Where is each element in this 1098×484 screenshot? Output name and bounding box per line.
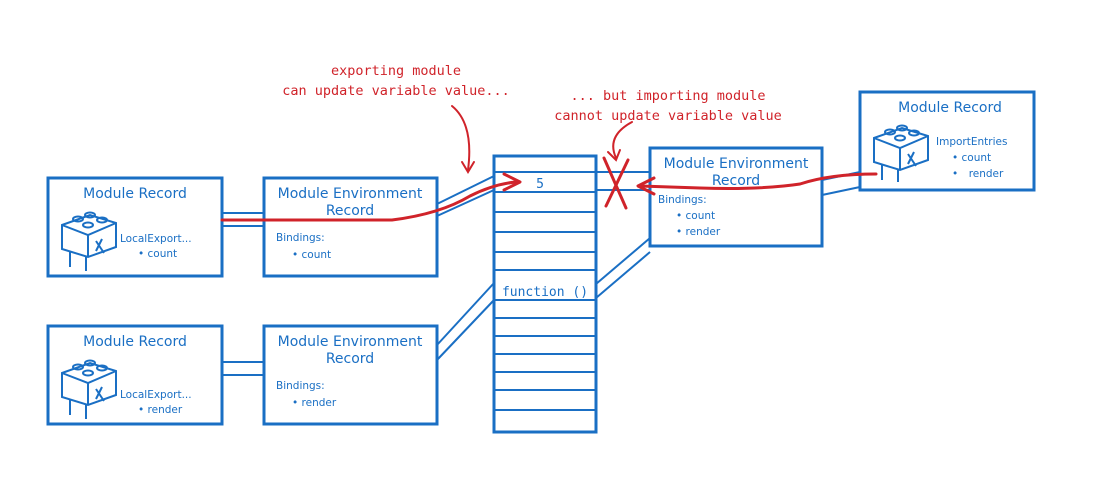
module-record-1: Module Record LocalExport... • count <box>46 176 224 278</box>
module-record-3: Module Record ImportEntries • count • re… <box>858 90 1036 192</box>
binding-item-count: • count <box>676 210 715 222</box>
exporting-annotation-line-2: can update variable value... <box>282 83 510 99</box>
env-record-2-title: Module Environment <box>278 334 423 350</box>
connector-env3-record3-bottom <box>821 186 861 196</box>
connector-memory-env3-render-bottom <box>595 251 651 299</box>
module-record-3-box <box>858 90 1036 192</box>
exporting-pointer-arrowhead <box>461 161 475 174</box>
module-environment-record-2: Module Environment Record Bindings: • re… <box>262 324 439 426</box>
bindings-label: Bindings: <box>276 232 325 244</box>
lego-brick-icon <box>873 124 929 182</box>
env-record-2-title-2: Record <box>326 351 374 367</box>
module-record-2-box <box>46 324 224 426</box>
blocked-cross-icon <box>602 156 630 210</box>
local-export-item-count: • count <box>138 248 177 260</box>
env-record-3-title: Module Environment <box>664 156 809 172</box>
binding-item-render: • render <box>676 226 721 238</box>
module-record-1-title: Module Record <box>83 186 187 202</box>
memory-column: 5 function () <box>492 154 598 434</box>
memory-cell-count-value: 5 <box>536 177 544 192</box>
import-entries-item-render: • render <box>952 168 1004 180</box>
lego-brick-icon <box>61 359 117 419</box>
local-export-item-render: • render <box>138 404 183 416</box>
connector-env2-memory-top <box>436 282 495 346</box>
memory-cell-render-value: function () <box>502 285 588 300</box>
connector-memory-env3-render-top <box>595 237 651 285</box>
module-environment-record-1: Module Environment Record Bindings: • co… <box>262 176 439 278</box>
module-environment-record-3: Module Environment Record Bindings: • co… <box>648 146 824 248</box>
importing-annotation-line-1: ... but importing module <box>570 88 765 104</box>
env-record-3-box <box>648 146 824 248</box>
importing-pointer-arrowhead <box>607 149 621 162</box>
env-record-1-box <box>262 176 439 278</box>
local-export-label: LocalExport... <box>120 389 192 401</box>
env-record-3-title-2: Record <box>712 173 760 189</box>
importing-annotation-line-2: cannot update variable value <box>554 108 782 124</box>
bindings-label: Bindings: <box>658 194 707 206</box>
lego-brick-icon <box>61 211 117 271</box>
importing-pointer-line <box>612 121 633 159</box>
env-record-1-title: Module Environment <box>278 186 423 202</box>
import-attempt-arrow <box>638 172 878 190</box>
binding-item-count: • count <box>292 249 331 261</box>
connector-env1-memory-top <box>436 175 495 205</box>
memory-cell-dividers <box>494 171 596 411</box>
env-record-2-box <box>262 324 439 426</box>
red-annotations <box>220 105 878 222</box>
module-record-2-title: Module Record <box>83 334 187 350</box>
export-update-arrowhead <box>502 172 522 192</box>
module-record-3-title: Module Record <box>898 100 1002 116</box>
memory-column-box <box>492 154 598 434</box>
export-update-arrow <box>220 180 518 222</box>
import-entries-label: ImportEntries <box>936 136 1007 148</box>
exporting-pointer-line <box>451 105 471 171</box>
binding-item-render: • render <box>292 397 337 409</box>
connector-env2-memory-bottom <box>436 299 495 361</box>
import-entries-item-count: • count <box>952 152 991 164</box>
exporting-annotation-line-1: exporting module <box>331 63 461 79</box>
bindings-label: Bindings: <box>276 380 325 392</box>
env-record-1-title-2: Record <box>326 203 374 219</box>
module-record-2: Module Record LocalExport... • render <box>46 324 224 426</box>
connector-env1-memory-bottom <box>436 189 495 217</box>
module-record-1-box <box>46 176 224 278</box>
local-export-label: LocalExport... <box>120 233 192 245</box>
import-attempt-arrowhead <box>636 176 656 196</box>
